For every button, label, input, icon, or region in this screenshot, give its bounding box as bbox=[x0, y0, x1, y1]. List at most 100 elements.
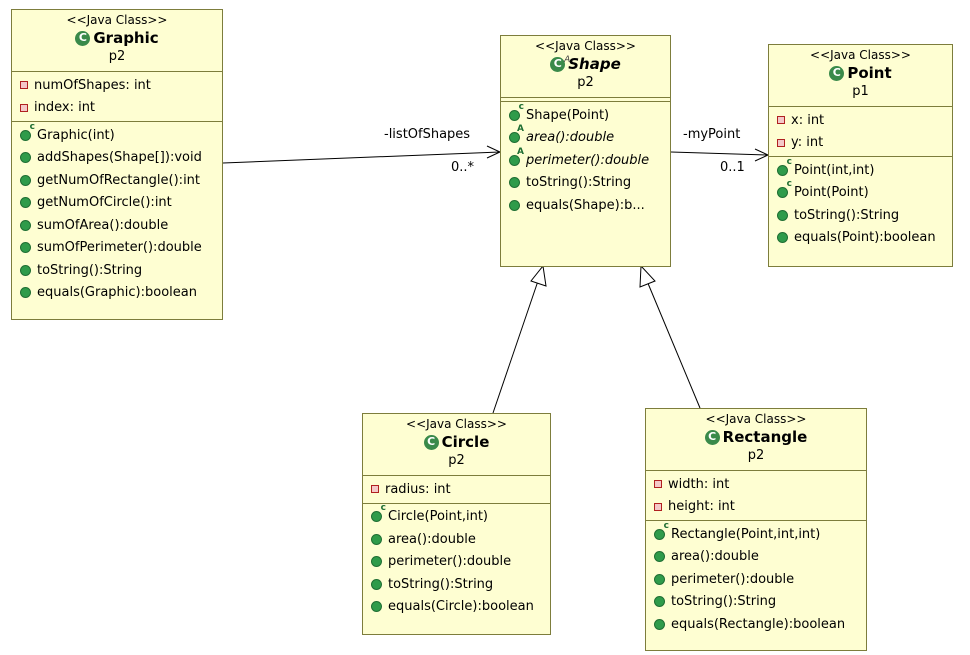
package-label: p2 bbox=[108, 49, 126, 64]
method-row[interactable]: area():double bbox=[646, 546, 866, 569]
abstract-method-icon bbox=[509, 147, 524, 166]
association-multiplicity-graphic-shape: 0..* bbox=[451, 160, 475, 175]
class-name: Rectangle bbox=[722, 428, 808, 446]
method-row[interactable]: getNumOfCircle():int bbox=[12, 192, 222, 215]
method-row[interactable]: equals(Shape):b... bbox=[501, 194, 670, 217]
class-name: Graphic bbox=[93, 29, 159, 47]
public-method-icon bbox=[654, 551, 665, 563]
method-row[interactable]: toString():String bbox=[501, 172, 670, 195]
generalization-line-circle bbox=[492, 280, 539, 414]
public-method-icon bbox=[777, 209, 788, 221]
method-row[interactable]: area():double bbox=[363, 528, 550, 551]
method-row[interactable]: toString():String bbox=[769, 204, 952, 227]
fields-section: width: int height: int bbox=[646, 471, 866, 521]
public-method-icon bbox=[20, 264, 31, 276]
method-row[interactable]: addShapes(Shape[]):void bbox=[12, 147, 222, 170]
method-row[interactable]: Point(int,int) bbox=[769, 157, 952, 182]
private-field-icon bbox=[654, 502, 662, 511]
method-row[interactable]: sumOfPerimeter():double bbox=[12, 237, 222, 260]
public-method-icon bbox=[20, 219, 31, 231]
association-line-shape-point bbox=[670, 151, 769, 156]
association-line-graphic-shape bbox=[222, 151, 501, 164]
method-row[interactable]: Circle(Point,int) bbox=[363, 503, 550, 529]
constructor-icon bbox=[20, 122, 35, 141]
public-method-icon bbox=[509, 177, 520, 189]
method-row[interactable]: equals(Circle):boolean bbox=[363, 596, 550, 619]
field-row[interactable]: width: int bbox=[646, 473, 866, 496]
field-row[interactable]: radius: int bbox=[363, 478, 550, 501]
stereotype-label: <<Java Class>> bbox=[406, 417, 507, 431]
generalization-line-rectangle bbox=[646, 280, 701, 409]
field-row[interactable]: height: int bbox=[646, 496, 866, 519]
generalization-arrow-circle bbox=[530, 264, 547, 287]
constructor-icon bbox=[509, 102, 524, 121]
public-method-icon bbox=[371, 578, 382, 590]
field-row[interactable]: index: int bbox=[12, 97, 222, 120]
fields-section: numOfShapes: int index: int bbox=[12, 72, 222, 122]
class-icon: C bbox=[829, 65, 845, 81]
stereotype-label: <<Java Class>> bbox=[705, 412, 807, 426]
method-row[interactable]: equals(Rectangle):boolean bbox=[646, 613, 866, 636]
field-row[interactable]: y: int bbox=[769, 132, 952, 155]
method-row[interactable]: equals(Point):boolean bbox=[769, 227, 952, 250]
method-row[interactable]: Graphic(int) bbox=[12, 122, 222, 147]
package-label: p2 bbox=[577, 75, 594, 90]
method-row[interactable]: toString():String bbox=[363, 573, 550, 596]
class-name: Shape bbox=[568, 55, 621, 73]
fields-section: radius: int bbox=[363, 476, 550, 504]
class-icon: C bbox=[75, 30, 91, 46]
methods-section: Circle(Point,int) area():double perimete… bbox=[363, 503, 550, 621]
class-name: Point bbox=[847, 64, 892, 82]
generalization-arrow-rectangle bbox=[639, 264, 656, 288]
private-field-icon bbox=[777, 116, 785, 125]
association-role-graphic-shape: -listOfShapes bbox=[384, 127, 471, 142]
private-field-icon bbox=[777, 138, 785, 147]
private-field-icon bbox=[371, 485, 379, 494]
method-row[interactable]: perimeter():double bbox=[501, 147, 670, 172]
constructor-icon bbox=[654, 521, 669, 540]
package-label: p1 bbox=[852, 84, 869, 99]
field-row[interactable]: numOfShapes: int bbox=[12, 74, 222, 97]
public-method-icon bbox=[777, 232, 788, 244]
public-method-icon bbox=[20, 197, 31, 209]
methods-section: Graphic(int) addShapes(Shape[]):void get… bbox=[12, 122, 222, 306]
method-row[interactable]: perimeter():double bbox=[646, 568, 866, 591]
abstract-method-icon bbox=[509, 124, 524, 144]
methods-section: Shape(Point) area():double perimeter():d… bbox=[501, 102, 670, 219]
public-method-icon bbox=[654, 573, 665, 585]
method-row[interactable]: equals(Graphic):boolean bbox=[12, 282, 222, 305]
method-row[interactable]: sumOfArea():double bbox=[12, 214, 222, 237]
public-method-icon bbox=[20, 287, 31, 299]
method-row[interactable]: toString():String bbox=[12, 259, 222, 282]
public-method-icon bbox=[20, 174, 31, 186]
package-label: p2 bbox=[448, 453, 465, 468]
method-row[interactable]: Shape(Point) bbox=[501, 102, 670, 127]
method-row[interactable]: perimeter():double bbox=[363, 551, 550, 574]
public-method-icon bbox=[371, 601, 382, 613]
fields-section: x: int y: int bbox=[769, 107, 952, 157]
method-row[interactable]: Rectangle(Point,int,int) bbox=[646, 521, 866, 546]
stereotype-label: <<Java Class>> bbox=[810, 48, 911, 62]
constructor-icon bbox=[371, 503, 386, 523]
private-field-icon bbox=[20, 103, 28, 112]
class-icon: C bbox=[423, 434, 439, 450]
stereotype-label: <<Java Class>> bbox=[535, 39, 636, 53]
public-method-icon bbox=[654, 596, 665, 608]
method-row[interactable]: area():double bbox=[501, 124, 670, 150]
methods-section: Rectangle(Point,int,int) area():double p… bbox=[646, 521, 866, 638]
association-multiplicity-shape-point: 0..1 bbox=[720, 160, 745, 175]
class-name: Circle bbox=[441, 433, 490, 451]
method-row[interactable]: toString():String bbox=[646, 591, 866, 614]
method-row[interactable]: getNumOfRectangle():int bbox=[12, 169, 222, 192]
public-method-icon bbox=[20, 152, 31, 164]
private-field-icon bbox=[20, 81, 28, 90]
field-row[interactable]: x: int bbox=[769, 109, 952, 132]
method-row[interactable]: Point(Point) bbox=[769, 179, 952, 205]
